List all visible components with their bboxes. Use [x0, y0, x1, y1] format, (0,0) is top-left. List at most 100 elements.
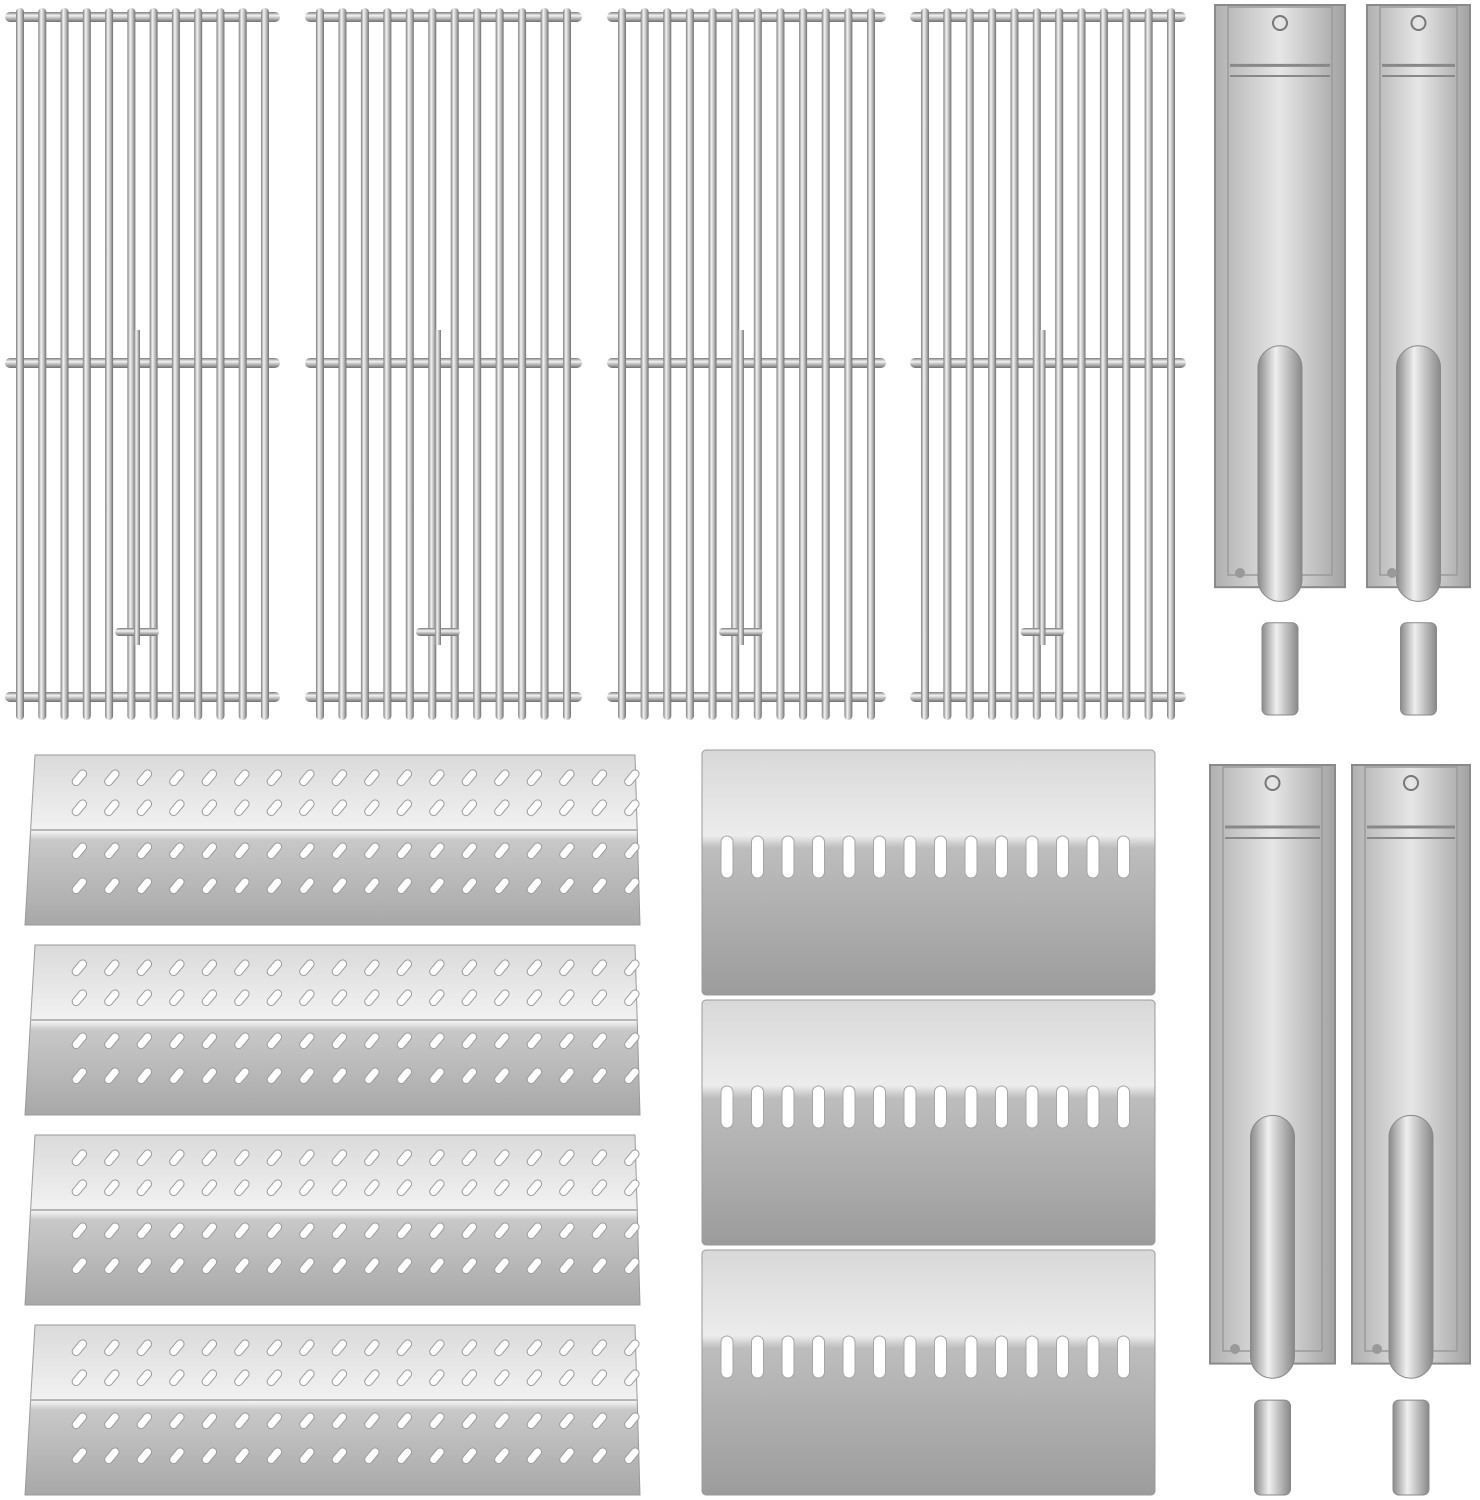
air-shutter — [1400, 622, 1437, 716]
grate-rod — [821, 8, 830, 720]
vent-slot — [624, 1339, 640, 1357]
vent-slot — [104, 1257, 120, 1275]
vent-slot — [266, 989, 283, 1007]
vent-slot — [995, 1085, 1008, 1129]
vent-slot — [494, 1447, 510, 1465]
vent-slot — [526, 1447, 543, 1465]
vent-slot — [201, 799, 218, 817]
mount-screw — [1387, 568, 1397, 578]
vent-slot — [624, 877, 640, 895]
vent-slot — [1025, 1335, 1039, 1379]
vent-slot — [396, 1369, 413, 1387]
vent-slot — [299, 799, 315, 817]
heat-plate-angled — [24, 754, 641, 926]
grate-rod — [618, 8, 626, 720]
vent-slot — [266, 842, 283, 860]
vent-slot — [751, 1335, 764, 1379]
vent-slot — [71, 1149, 88, 1167]
vent-slot — [169, 1369, 185, 1387]
vent-slot — [331, 989, 348, 1007]
vent-slot — [299, 1257, 315, 1275]
vent-slot — [494, 989, 510, 1007]
vent-slot — [591, 877, 608, 895]
vent-slot — [71, 842, 88, 860]
vent-slot — [169, 989, 185, 1007]
vent-slot — [396, 1447, 413, 1465]
vent-slot — [624, 959, 640, 977]
vent-slot — [526, 1067, 543, 1085]
vent-slot — [526, 1149, 543, 1167]
vent-slot — [169, 959, 185, 977]
vent-slot — [624, 1369, 640, 1387]
vent-slot — [136, 1412, 153, 1430]
heat-plate-slotted — [701, 1249, 1156, 1496]
vent-slot — [964, 1085, 978, 1129]
vent-slot — [364, 1339, 380, 1357]
vent-slot — [559, 1412, 575, 1430]
vent-slot — [169, 1339, 185, 1357]
vent-slot — [781, 1085, 795, 1129]
vent-slot — [201, 1257, 218, 1275]
vent-slot — [494, 1412, 510, 1430]
vent-slot — [1117, 1085, 1130, 1129]
vent-slot — [624, 1179, 640, 1197]
grate-rod — [1144, 8, 1153, 720]
grate-rod — [799, 8, 808, 720]
vent-slot — [71, 799, 88, 817]
vent-slot — [903, 835, 917, 879]
vent-slot — [591, 1222, 608, 1240]
burner-tube — [1366, 4, 1471, 716]
vent-slot — [461, 1179, 478, 1197]
vent-slot — [234, 877, 250, 895]
vent-slot — [169, 799, 185, 817]
vent-slot — [299, 877, 315, 895]
vent-slot — [781, 1335, 795, 1379]
grate-cross-bar — [305, 358, 582, 368]
vent-slot — [429, 1412, 445, 1430]
vent-slot — [104, 959, 120, 977]
grate-rod — [663, 8, 672, 720]
grate-rod — [921, 8, 929, 720]
vent-slot — [364, 1179, 380, 1197]
vent-slot — [104, 1369, 120, 1387]
grate-cross-bar — [5, 12, 280, 22]
vent-slot — [136, 1067, 153, 1085]
vent-slot — [266, 877, 283, 895]
vent-slot — [526, 842, 543, 860]
vent-slot — [873, 1085, 886, 1129]
vent-slot — [364, 1032, 380, 1050]
vent-slot — [526, 1339, 543, 1357]
vent-slot — [266, 799, 283, 817]
grate-rod — [127, 8, 136, 720]
grate-rod — [776, 8, 785, 720]
vent-slot — [429, 799, 445, 817]
vent-slot — [299, 1179, 315, 1197]
vent-slot — [136, 769, 153, 787]
vent-slot — [396, 1149, 413, 1167]
heat-plate-angled — [24, 1324, 641, 1496]
vent-slot — [396, 842, 413, 860]
grate-rod — [16, 8, 24, 720]
vent-slot — [71, 1179, 88, 1197]
vent-slot — [364, 1369, 380, 1387]
vent-slot — [169, 1257, 185, 1275]
vent-slot — [266, 1032, 283, 1050]
vent-slot — [1086, 835, 1100, 879]
vent-slot — [201, 989, 218, 1007]
vent-slot — [751, 835, 764, 879]
grate-rod — [434, 330, 441, 645]
vent-slot — [1117, 1335, 1130, 1379]
grate-rod — [1039, 330, 1046, 645]
vent-slot — [104, 989, 120, 1007]
grate-rod — [360, 8, 369, 720]
vent-slot — [461, 1447, 478, 1465]
grate-cross-bar — [607, 692, 886, 702]
vent-slot — [461, 959, 478, 977]
vent-slot — [104, 1149, 120, 1167]
vent-slot — [169, 877, 185, 895]
vent-slot — [331, 1222, 348, 1240]
vent-slot — [494, 1369, 510, 1387]
venturi-tube — [1388, 1114, 1434, 1379]
grate-rod — [450, 8, 459, 720]
vent-slot — [201, 1179, 218, 1197]
